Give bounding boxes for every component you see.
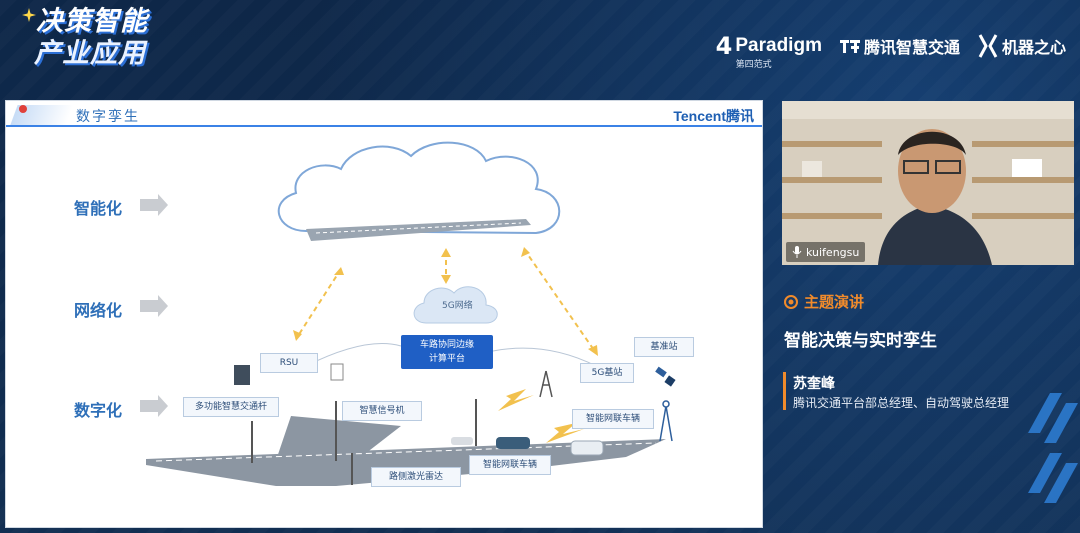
label-5g-network: 5G网络 [442, 301, 473, 311]
camera-icon [330, 363, 344, 381]
tencent-transport-logo: 腾讯智慧交通 [839, 34, 960, 58]
section-name: 主题演讲 [804, 293, 865, 311]
tag-lidar: 路侧激光雷达 [371, 467, 461, 487]
video-username-tag: kuifengsu [786, 242, 866, 262]
tag-connected-vehicle-right: 智能网联车辆 [572, 409, 654, 429]
tag-multi-pole: 多功能智慧交通杆 [183, 397, 279, 417]
paradigm-name: Paradigm [735, 35, 822, 56]
speaker-name: 苏奎峰 [793, 376, 835, 392]
cloud-road [306, 219, 531, 241]
event-title-line2: 产业应用 [34, 38, 146, 69]
road-poles [251, 399, 477, 485]
cloud-shape [277, 141, 561, 235]
slide-title: 数字孪生 [76, 109, 140, 125]
core-box-line2: 计算平台 [428, 354, 465, 364]
tag-connected-vehicle-bottom: 智能网联车辆 [469, 455, 551, 475]
header-dot-icon [19, 105, 27, 113]
cloud-5g-shape [413, 286, 498, 324]
road-marking [155, 442, 657, 462]
tag-smart-signal: 智慧信号机 [342, 401, 422, 421]
tag-rsu: RSU [260, 353, 318, 373]
decorative-stripes [1028, 393, 1078, 503]
core-links [305, 343, 597, 367]
row-label-digital: 数字化 [74, 401, 123, 420]
slide-header: 数字孪生 Tencent腾讯 [6, 101, 762, 127]
tripod-icon [659, 400, 673, 442]
tencent-transport-icon [839, 40, 860, 53]
speaker-video: kuifengsu [782, 101, 1074, 265]
partner-logos: 4 Paradigm 第四范式 腾讯智慧交通 机器之心 [715, 28, 1066, 70]
jiqizhixin-logo: 机器之心 [978, 33, 1066, 59]
cloud-road-marking [315, 222, 522, 234]
row-label-networked: 网络化 [74, 301, 123, 320]
paradigm-logo: 4 Paradigm 第四范式 [715, 32, 822, 70]
jiqizhixin-icon [978, 34, 998, 58]
event-title-line1: 决策智能 [36, 6, 148, 37]
spark-icon [22, 8, 36, 22]
satellite-icon [655, 366, 676, 387]
video-username: kuifengsu [806, 245, 860, 259]
speaker-accent-bar [783, 372, 786, 410]
rsu-device-icon [234, 365, 250, 385]
presentation-slide: 数字孪生 Tencent腾讯 [5, 100, 763, 528]
slide-brand: Tencent腾讯 [673, 108, 754, 124]
row-arrows [140, 194, 168, 417]
row-label-intelligent: 智能化 [74, 199, 123, 218]
core-box-line1: 车路协同边缘 [419, 340, 474, 350]
talk-title: 智能决策与实时孪生 [784, 331, 937, 351]
arrow-heads [293, 247, 598, 356]
gear-icon [784, 294, 798, 309]
diagram-graphics [140, 141, 676, 486]
cross-road [268, 416, 401, 484]
event-logo: 决策智能 产业应用 [22, 6, 172, 78]
paradigm-mark: 4 [715, 32, 733, 60]
paradigm-sub: 第四范式 [735, 60, 772, 70]
section-label: 主题演讲 [784, 291, 864, 312]
lightning-icons [498, 389, 584, 443]
tower-icon [539, 370, 553, 398]
tencent-transport-name: 腾讯智慧交通 [863, 38, 960, 57]
vehicles [451, 437, 604, 456]
microphone-icon [792, 246, 802, 258]
speaker-role: 腾讯交通平台部总经理、自动驾驶总经理 [793, 396, 1010, 410]
tag-5g-base: 5G基站 [580, 363, 634, 383]
tag-ref-station: 基准站 [634, 337, 694, 357]
core-platform-box: 车路协同边缘 计算平台 [401, 335, 493, 369]
video-frame [782, 101, 1074, 265]
jiqizhixin-name: 机器之心 [1001, 38, 1066, 57]
